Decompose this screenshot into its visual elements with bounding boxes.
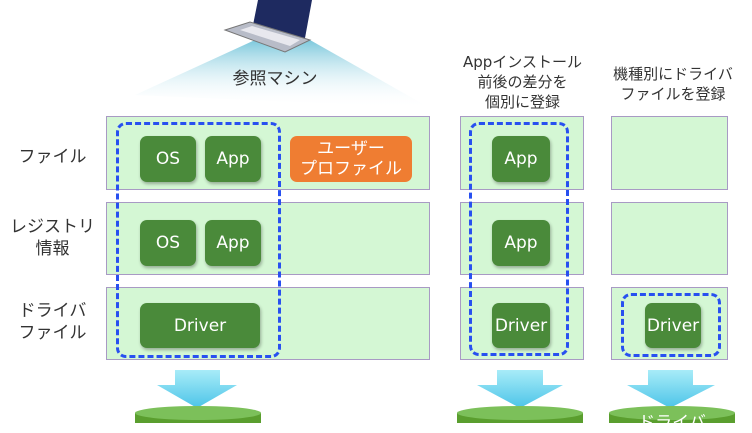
row-label-file: ファイル	[18, 147, 87, 167]
panel-registry-drv	[611, 202, 728, 275]
dashed-selection-app	[469, 122, 569, 356]
row-label-registry: レジストリ情報	[5, 216, 100, 260]
decorations	[135, 0, 735, 423]
caption-line: 機種別にドライバ	[613, 65, 733, 83]
label-line: ファイル	[18, 323, 87, 343]
app-box: App	[205, 136, 261, 182]
laptop-icon	[223, 0, 312, 53]
user-profile-box: ユーザープロファイル	[290, 136, 412, 182]
os-box: OS	[140, 220, 196, 266]
panel-file-drv	[611, 116, 728, 190]
right-caption: 機種別にドライバ ファイルを登録	[598, 64, 748, 104]
driver-box: Driver	[645, 303, 701, 348]
app-box: App	[205, 220, 261, 266]
box-line: ユーザー	[317, 139, 385, 159]
app-box: App	[492, 220, 550, 266]
app-box: App	[492, 136, 550, 182]
dashed-selection-drv	[621, 293, 721, 357]
caption-line: 個別に登録	[484, 93, 560, 111]
cylinder-label: ドライバ	[638, 413, 706, 433]
driver-box: Driver	[140, 303, 260, 348]
label-line: 情報	[35, 239, 70, 259]
box-line: プロファイル	[300, 159, 402, 179]
reference-machine-label: 参照マシン	[232, 69, 318, 89]
label-line: レジストリ	[10, 217, 95, 237]
dashed-selection-ref	[116, 122, 281, 358]
caption-line: ファイルを登録	[620, 85, 726, 103]
arrow-icon	[157, 370, 715, 408]
caption-line: 前後の差分を	[477, 73, 568, 91]
caption-line: Appインストール	[462, 53, 582, 71]
middle-caption: Appインストール 前後の差分を 個別に登録	[440, 52, 605, 112]
view-beam	[135, 40, 430, 108]
os-box: OS	[140, 136, 196, 182]
database-cylinder	[135, 406, 735, 423]
driver-box: Driver	[492, 303, 550, 348]
row-label-driver: ドライバファイル	[5, 300, 100, 344]
label-line: ドライバ	[18, 301, 87, 321]
